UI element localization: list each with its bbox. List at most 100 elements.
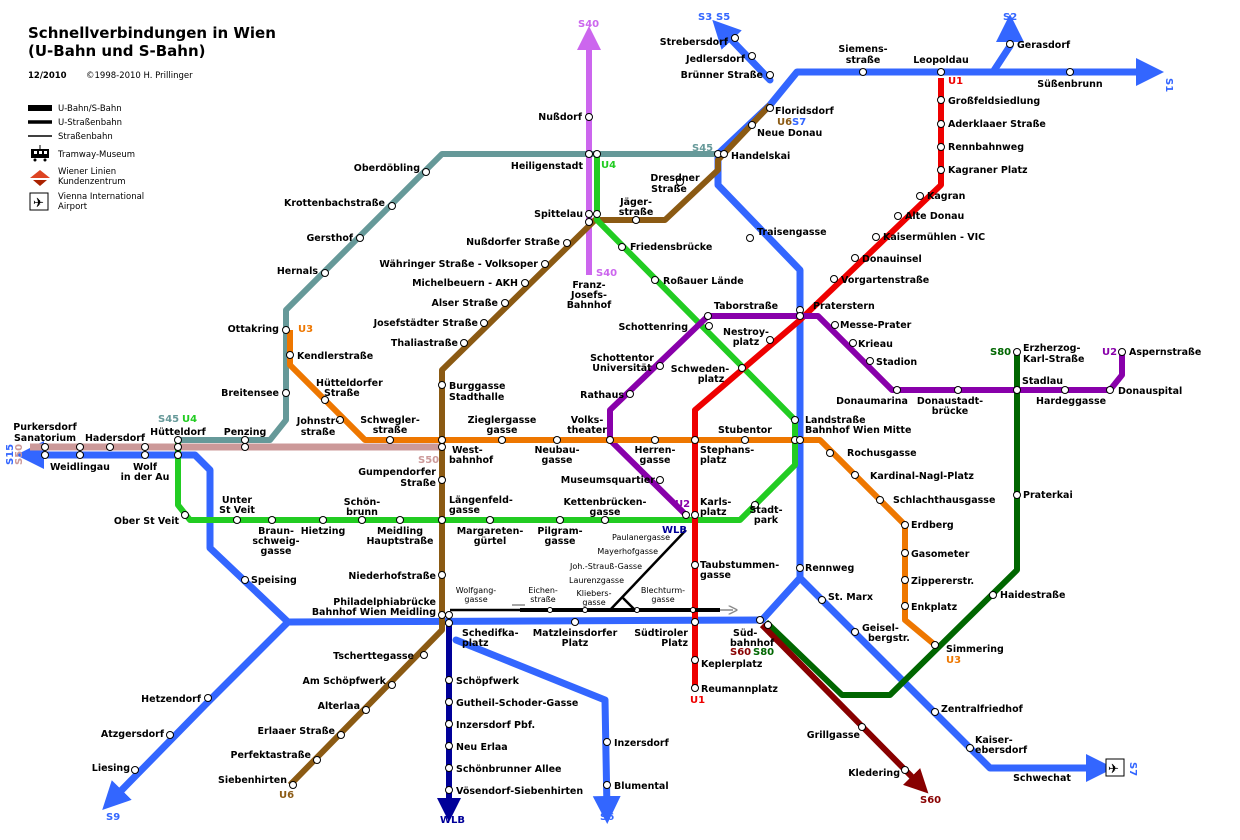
title-line-1: Schnellverbindungen in Wien: [28, 24, 276, 42]
svg-text:gasse: gasse: [464, 595, 487, 604]
svg-text:Enkplatz: Enkplatz: [911, 602, 958, 613]
svg-text:straße: straße: [846, 55, 881, 66]
svg-text:in der Au: in der Au: [121, 472, 170, 483]
svg-text:brunn: brunn: [346, 507, 378, 518]
line-u2: [607, 313, 1125, 518]
svg-text:Pilgram-: Pilgram-: [537, 526, 582, 537]
wlb-tick: [622, 597, 636, 611]
svg-text:Rathaus: Rathaus: [580, 390, 624, 401]
svg-text:Großfeldsiedlung: Großfeldsiedlung: [948, 96, 1040, 107]
svg-text:Alte Donau: Alte Donau: [905, 211, 964, 222]
svg-text:✈: ✈: [33, 196, 44, 211]
svg-text:Stadlau: Stadlau: [1022, 376, 1063, 387]
svg-text:St Veit: St Veit: [219, 505, 255, 516]
svg-text:Inzersdorf Pbf.: Inzersdorf Pbf.: [456, 720, 535, 731]
line-u3: [287, 330, 937, 648]
svg-text:theater: theater: [567, 425, 607, 436]
svg-text:Schottentor: Schottentor: [590, 353, 654, 364]
svg-text:platz: platz: [700, 455, 727, 466]
svg-text:Süßenbrunn: Süßenbrunn: [1037, 79, 1103, 90]
svg-text:Eichen-: Eichen-: [528, 586, 558, 595]
svg-text:Kettenbrücken-: Kettenbrücken-: [563, 497, 646, 508]
svg-text:Margareten-: Margareten-: [457, 526, 524, 537]
svg-text:S60: S60: [730, 647, 751, 658]
svg-text:Hernals: Hernals: [277, 266, 319, 277]
svg-text:Vösendorf-Siebenhirten: Vösendorf-Siebenhirten: [456, 786, 583, 797]
svg-text:Ottakring: Ottakring: [228, 324, 279, 335]
svg-text:Grillgasse: Grillgasse: [807, 730, 860, 741]
svg-text:Blumental: Blumental: [614, 781, 669, 792]
svg-text:S80: S80: [990, 347, 1011, 358]
svg-text:platz: platz: [462, 638, 489, 649]
svg-text:Spittelau: Spittelau: [534, 209, 583, 220]
svg-text:Blechturm-: Blechturm-: [641, 586, 685, 595]
svg-text:Schöpfwerk: Schöpfwerk: [456, 676, 520, 687]
svg-text:Speising: Speising: [251, 575, 297, 586]
svg-text:Donaumarina: Donaumarina: [836, 396, 908, 407]
svg-text:Praterkai: Praterkai: [1023, 490, 1073, 501]
svg-text:Straße: Straße: [400, 478, 436, 489]
svg-text:gasse: gasse: [640, 455, 671, 466]
svg-text:Neu Erlaa: Neu Erlaa: [456, 742, 508, 753]
svg-text:U-Bahn/S-Bahn: U-Bahn/S-Bahn: [58, 104, 122, 114]
svg-text:Handelskai: Handelskai: [731, 151, 790, 162]
svg-text:Gasometer: Gasometer: [911, 549, 970, 560]
svg-text:platz: platz: [698, 374, 725, 385]
svg-text:Schottenring: Schottenring: [618, 322, 688, 333]
svg-text:Gumpendorfer: Gumpendorfer: [358, 467, 436, 478]
svg-text:Atzgersdorf: Atzgersdorf: [101, 729, 165, 740]
svg-text:Michelbeuern - AKH: Michelbeuern - AKH: [412, 278, 518, 289]
airport-icon: ✈: [1105, 758, 1125, 777]
svg-text:Unter: Unter: [222, 495, 252, 506]
svg-text:gasse: gasse: [487, 425, 518, 436]
svg-text:U1: U1: [690, 695, 705, 706]
svg-text:Hetzendorf: Hetzendorf: [141, 694, 202, 705]
svg-text:Hauptstraße: Hauptstraße: [366, 536, 433, 547]
title-line-2: (U-Bahn und S-Bahn): [28, 42, 206, 60]
svg-text:straße: straße: [619, 207, 654, 218]
copyright: ©1998-2010 H. Prillinger: [86, 71, 193, 81]
svg-text:Krottenbachstraße: Krottenbachstraße: [284, 198, 385, 209]
svg-text:Zentralfriedhof: Zentralfriedhof: [941, 704, 1024, 715]
svg-text:Universität: Universität: [592, 363, 652, 374]
svg-text:Museumsquartier: Museumsquartier: [561, 475, 656, 486]
svg-text:Neubau-: Neubau-: [534, 445, 579, 456]
svg-text:West-: West-: [452, 445, 483, 456]
svg-text:Nußdorfer Straße: Nußdorfer Straße: [466, 237, 560, 248]
svg-text:Kaiser-: Kaiser-: [975, 735, 1013, 746]
svg-text:Heiligenstadt: Heiligenstadt: [511, 161, 584, 172]
svg-text:Kliebers-: Kliebers-: [577, 589, 612, 598]
svg-text:S60: S60: [920, 795, 941, 806]
svg-text:Dresdner: Dresdner: [650, 173, 700, 184]
airplane-icon: ✈: [29, 192, 49, 211]
svg-text:Landstraße: Landstraße: [805, 415, 866, 426]
svg-text:Rochusgasse: Rochusgasse: [847, 448, 917, 459]
svg-text:Purkersdorf: Purkersdorf: [13, 422, 77, 433]
line-u4: [175, 155, 798, 523]
svg-text:Südtiroler: Südtiroler: [634, 628, 688, 639]
svg-text:Meidling: Meidling: [377, 526, 423, 537]
svg-text:bahnhof: bahnhof: [449, 455, 494, 466]
svg-text:U2: U2: [1102, 347, 1117, 358]
svg-text:S7: S7: [792, 117, 806, 128]
svg-text:Taubstummen-: Taubstummen-: [700, 560, 779, 571]
svg-text:platz: platz: [700, 507, 727, 518]
svg-text:Bahnhof Wien Mitte: Bahnhof Wien Mitte: [805, 425, 911, 436]
svg-text:Perfektastraße: Perfektastraße: [230, 750, 311, 761]
svg-text:gasse: gasse: [700, 570, 731, 581]
svg-text:Straßenbahn: Straßenbahn: [58, 132, 113, 142]
svg-text:Airport: Airport: [58, 202, 88, 212]
svg-text:park: park: [754, 515, 779, 526]
svg-text:Schönbrunner Allee: Schönbrunner Allee: [456, 764, 562, 775]
svg-text:Niederhofstraße: Niederhofstraße: [348, 571, 436, 582]
svg-text:S7: S7: [1127, 762, 1138, 776]
svg-text:Kagran: Kagran: [927, 191, 966, 202]
svg-text:Penzing: Penzing: [224, 427, 267, 438]
svg-text:U-Straßenbahn: U-Straßenbahn: [58, 118, 122, 128]
svg-text:Kagraner Platz: Kagraner Platz: [948, 165, 1028, 176]
svg-text:Tramway-Museum: Tramway-Museum: [57, 150, 135, 160]
svg-text:Süd-: Süd-: [733, 628, 757, 639]
svg-text:bahnhof: bahnhof: [730, 638, 775, 649]
svg-text:Karl-Straße: Karl-Straße: [1023, 354, 1084, 365]
svg-text:S50: S50: [14, 444, 25, 465]
